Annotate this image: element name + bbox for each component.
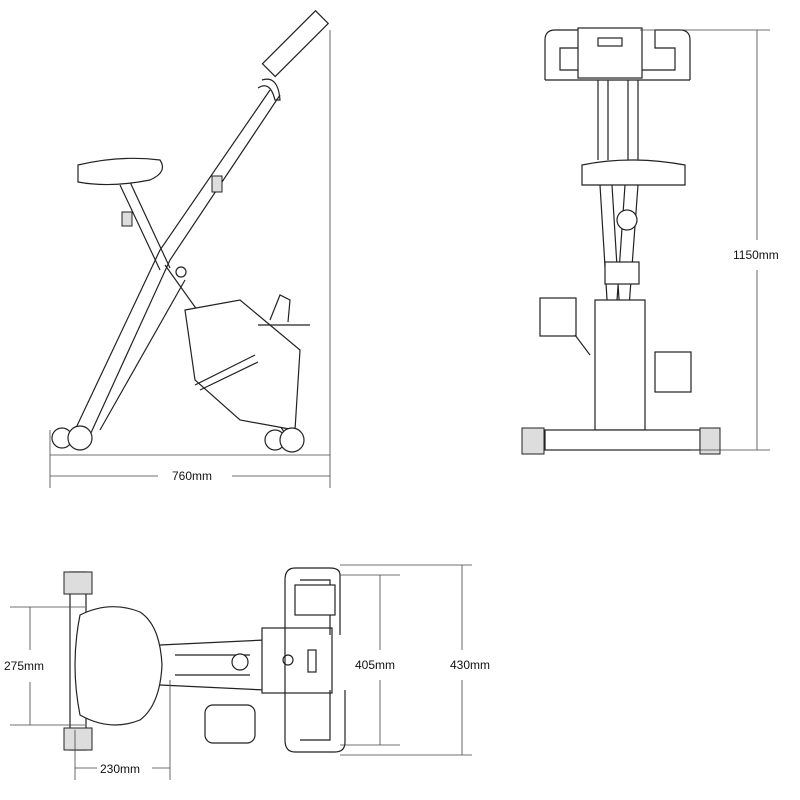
dimension-total-width-label: 430mm [450,658,491,672]
front-pedal-right [654,351,692,393]
front-handlebar [544,29,691,81]
top-view [63,567,346,753]
side-flywheel-cover [184,299,301,431]
side-knob [121,211,133,227]
top-pedal [204,704,256,744]
dimension-height-label: 1150mm [733,248,779,262]
front-seat [581,159,686,186]
top-dimension-lines [10,564,472,780]
top-seat [74,606,163,726]
side-seat [77,157,163,186]
front-dimension-lines [640,29,770,451]
top-handlebar [284,567,346,753]
side-console [261,9,330,78]
front-pedal-left [539,297,577,337]
front-console [577,27,643,79]
dimension-handle-width-label: 405mm [355,658,396,672]
dimension-length-label: 760mm [172,469,213,483]
side-dimension-lines [49,30,331,488]
dimension-offset-label: 230mm [100,762,141,776]
front-view [521,27,721,455]
dimension-seat-width-label: 275mm [4,659,45,673]
top-console [261,627,333,694]
side-frame-rear [74,89,271,431]
side-view [51,9,330,453]
